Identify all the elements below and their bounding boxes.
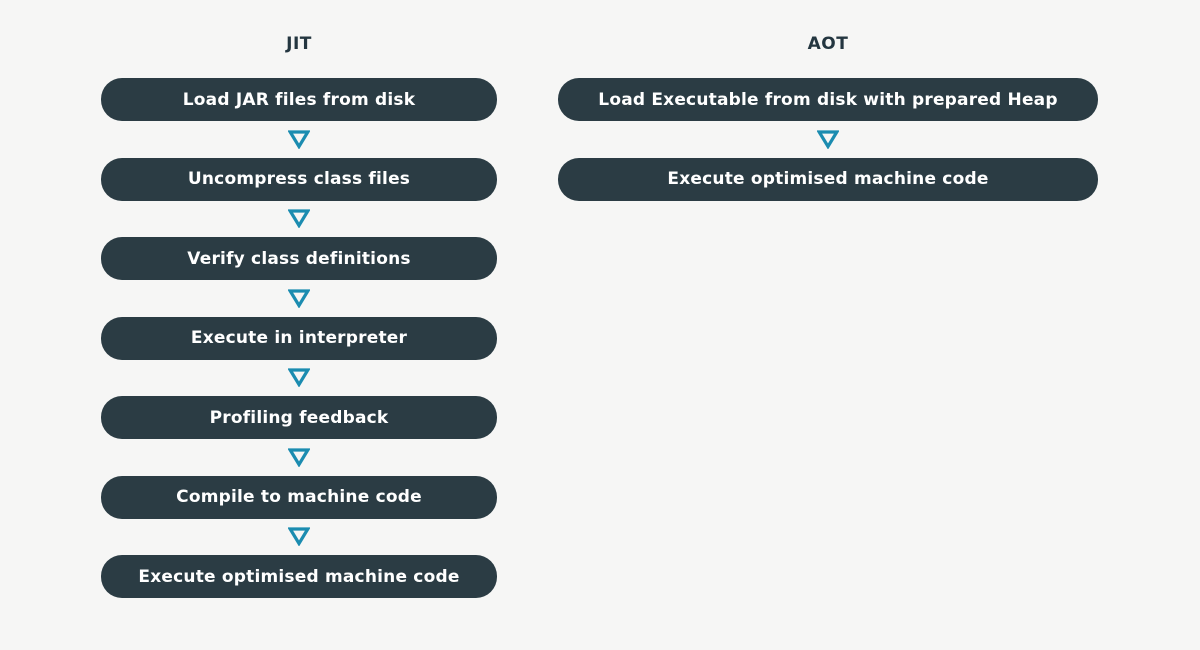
triangle-down-outline-icon <box>101 360 497 397</box>
flow-step: Uncompress class files <box>101 157 497 201</box>
flow-step: Execute optimised machine code <box>558 157 1098 201</box>
aot-steps-container: Load Executable from disk with prepared … <box>558 78 1098 201</box>
flow-step: Execute optimised machine code <box>101 555 497 598</box>
triangle-down-outline-icon <box>101 519 497 556</box>
triangle-down-outline-icon <box>101 439 497 476</box>
jit-column-title: JIT <box>286 34 312 54</box>
triangle-down-outline-icon <box>101 121 497 158</box>
flow-step: Verify class definitions <box>101 237 497 280</box>
aot-column-title: AOT <box>807 34 849 54</box>
flow-step: Load Executable from disk with prepared … <box>558 78 1098 121</box>
aot-column: AOT Load Executable from disk with prepa… <box>558 36 1098 201</box>
triangle-down-outline-icon <box>101 201 497 238</box>
triangle-down-outline-icon <box>558 121 1098 158</box>
triangle-down-outline-icon <box>101 280 497 317</box>
flow-step: Profiling feedback <box>101 396 497 439</box>
flow-step: Compile to machine code <box>101 475 497 519</box>
flow-step: Execute in interpreter <box>101 316 497 360</box>
flow-step: Load JAR files from disk <box>101 78 497 121</box>
